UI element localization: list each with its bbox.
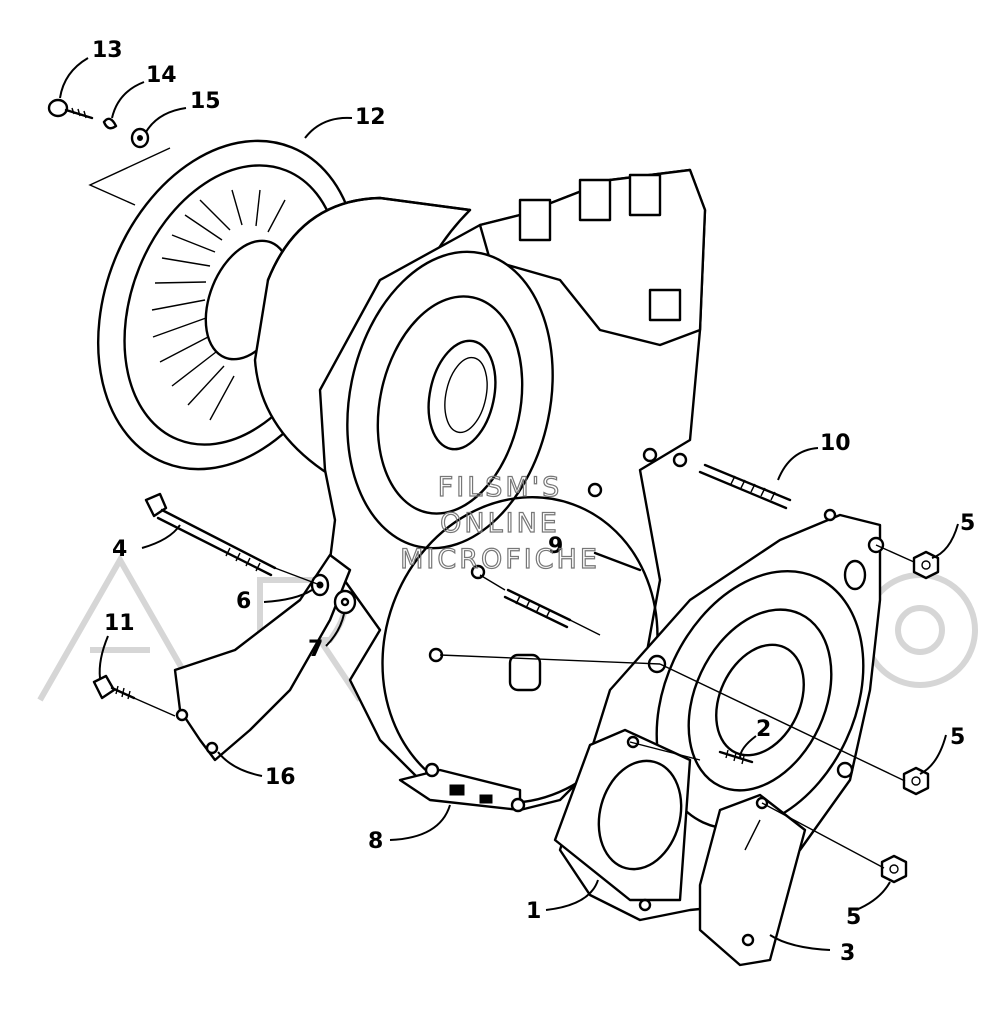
cover-plate-part-1: [553, 508, 885, 922]
bolt-part-13: [47, 98, 94, 120]
bolt-part-11: [92, 674, 136, 700]
callout-6: 6: [236, 589, 251, 614]
callout-12: 12: [355, 105, 386, 130]
callout-5-bottom: 5: [846, 905, 861, 930]
assembly-lines: [88, 147, 915, 869]
callout-5-top: 5: [960, 511, 975, 536]
callout-10: 10: [820, 431, 851, 456]
housing-part-8: [318, 168, 707, 813]
callout-13: 13: [92, 38, 123, 63]
watermark-line-2: ONLINE: [440, 508, 560, 539]
callout-leaders: [59, 57, 959, 951]
watermark-line-3: MICROFICHE: [400, 544, 600, 575]
callout-15: 15: [190, 89, 221, 114]
callout-5-middle: 5: [950, 725, 965, 750]
callout-2: 2: [756, 717, 771, 742]
washer-part-7: [333, 589, 357, 615]
callout-4: 4: [112, 537, 127, 562]
washer-part-15: [130, 127, 150, 149]
watermark-line-1: FILSM'S: [438, 472, 563, 503]
shroud-part-16: [173, 553, 352, 762]
callout-16: 16: [265, 765, 296, 790]
callout-3: 3: [840, 941, 855, 966]
stud-part-10: [698, 463, 792, 510]
small-cover-part-3: [698, 793, 807, 967]
callout-labels: 13 14 15 12 10 5 4 9 6 7 11 2 5 16 8 1 5…: [92, 38, 975, 966]
callout-7: 7: [308, 637, 323, 662]
callout-1: 1: [526, 899, 541, 924]
nut-part-5-top: [912, 550, 940, 580]
lock-washer-part-14: [102, 117, 118, 130]
nut-part-5-middle: [902, 766, 930, 796]
fan-blades: [151, 189, 286, 421]
callout-9: 9: [548, 534, 563, 559]
watermark: FILSM'S ONLINE MICROFICHE: [399, 471, 600, 575]
callout-8: 8: [368, 829, 383, 854]
stud-part-2: [718, 749, 754, 765]
bolt-part-4: [144, 492, 277, 577]
callout-11: 11: [104, 611, 135, 636]
nut-part-5-bottom: [880, 854, 908, 884]
callout-14: 14: [146, 63, 177, 88]
stud-part-9: [503, 551, 642, 629]
